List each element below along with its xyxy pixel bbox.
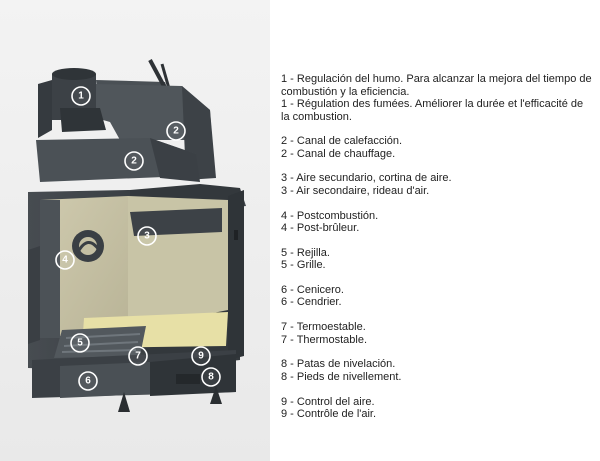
- callout-8-label: 8: [208, 372, 214, 383]
- callout-1-label: 1: [78, 91, 84, 102]
- legend-line-fr: 1 - Régulation des fumées. Améliorer la …: [281, 98, 584, 123]
- callout-7-label: 7: [135, 351, 141, 362]
- legend-line-fr: 4 - Post-brûleur.: [281, 222, 360, 235]
- legend-item-2: 2 - Canal de calefacción. 2 - Canal de c…: [281, 135, 593, 160]
- legend-line-es: 2 - Canal de calefacción.: [281, 135, 403, 148]
- legend-line-fr: 6 - Cendrier.: [281, 296, 342, 309]
- legend-item-4: 4 - Postcombustión. 4 - Post-brûleur.: [281, 210, 593, 235]
- callout-1: 1: [71, 86, 91, 106]
- callout-9: 9: [191, 346, 211, 366]
- callout-7: 7: [128, 346, 148, 366]
- legend-line-es: 7 - Termoestable.: [281, 321, 366, 334]
- callout-3: 3: [137, 226, 157, 246]
- legend-item-6: 6 - Cenicero. 6 - Cendrier.: [281, 284, 593, 309]
- legend-item-9: 9 - Control del aire. 9 - Contrôle de l'…: [281, 396, 593, 421]
- callout-3-label: 3: [144, 231, 150, 242]
- fireplace-cutaway-diagram: 1 2 2 3 4 5 6: [28, 59, 246, 412]
- legend-item-1: 1 - Regulación del humo. Para alcanzar l…: [281, 73, 593, 123]
- legend-line-es: 5 - Rejilla.: [281, 246, 330, 259]
- legend-item-5: 5 - Rejilla. 5 - Grille.: [281, 247, 593, 272]
- legend-line-fr: 2 - Canal de chauffage.: [281, 147, 396, 160]
- legend-item-3: 3 - Aire secundario, cortina de aire. 3 …: [281, 172, 593, 197]
- callout-5: 5: [70, 333, 90, 353]
- legend-line-es: 6 - Cenicero.: [281, 283, 344, 296]
- legend-line-fr: 5 - Grille.: [281, 259, 326, 272]
- legend-line-es: 8 - Patas de nivelación.: [281, 358, 396, 371]
- callout-5-label: 5: [77, 338, 83, 349]
- callout-6-label: 6: [85, 376, 91, 387]
- glass-side-frame: [228, 190, 244, 360]
- callout-2-lower: 2: [124, 151, 144, 171]
- legend-line-fr: 8 - Pieds de nivellement.: [281, 370, 402, 383]
- legend-line-es: 3 - Aire secundario, cortina de aire.: [281, 172, 452, 185]
- callout-2-lower-label: 2: [131, 156, 137, 167]
- base-section: [32, 350, 236, 412]
- fireplace-diagram-panel: 1 2 2 3 4 5 6: [0, 0, 270, 461]
- component-legend: 1 - Regulación del humo. Para alcanzar l…: [281, 73, 593, 433]
- legend-line-es: 4 - Postcombustión.: [281, 209, 379, 222]
- callout-8: 8: [201, 367, 221, 387]
- legend-item-8: 8 - Patas de nivelación. 8 - Pieds de ni…: [281, 358, 593, 383]
- callout-9-label: 9: [198, 351, 204, 362]
- legend-line-fr: 7 - Thermostable.: [281, 333, 368, 346]
- callout-2-upper: 2: [166, 121, 186, 141]
- callout-4: 4: [55, 250, 75, 270]
- legend-line-fr: 3 - Air secondaire, rideau d'air.: [281, 184, 430, 197]
- callout-6: 6: [78, 371, 98, 391]
- callout-4-label: 4: [62, 255, 68, 266]
- legend-line-fr: 9 - Contrôle de l'air.: [281, 408, 377, 420]
- legend-line-es: 9 - Control del aire.: [281, 395, 375, 408]
- post-burner-logo: [72, 230, 104, 262]
- callout-2-upper-label: 2: [173, 126, 179, 137]
- legend-line-es: 1 - Regulación del humo. Para alcanzar l…: [281, 73, 592, 98]
- legend-item-7: 7 - Termoestable. 7 - Thermostable.: [281, 321, 593, 346]
- door-panel: [28, 246, 40, 344]
